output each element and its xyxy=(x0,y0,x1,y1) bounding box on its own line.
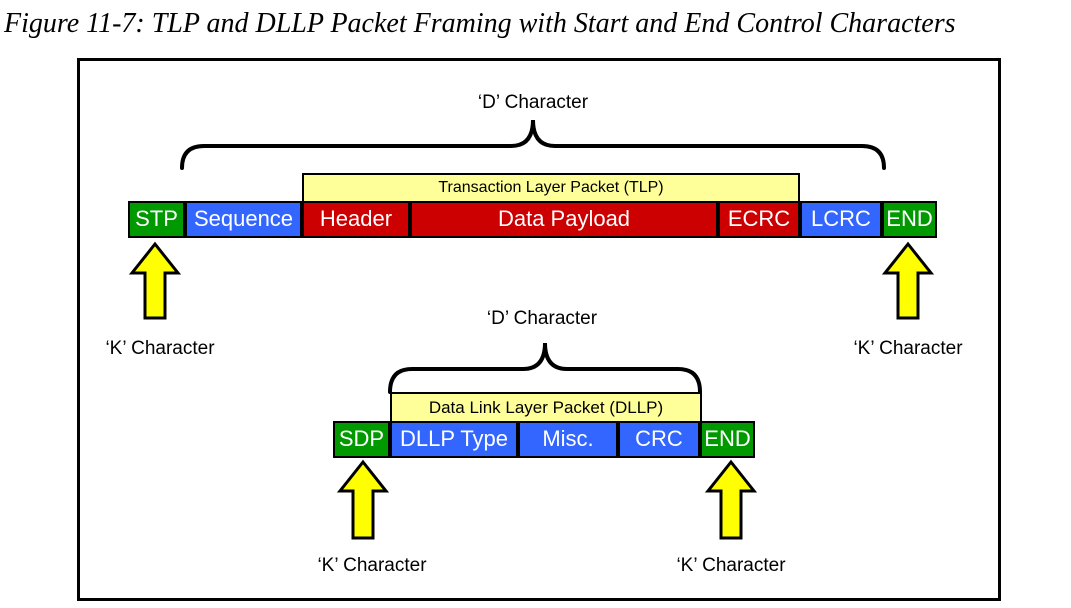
packet-segment-end: END xyxy=(882,201,937,238)
packet-segment-crc: CRC xyxy=(618,421,700,458)
dllp-k-character-right-label: ‘K’ Character xyxy=(676,555,786,576)
packet-segment-header: Header xyxy=(302,201,410,238)
tlp-k-character-left-label: ‘K’ Character xyxy=(105,338,215,359)
tlp-k-character-right-label: ‘K’ Character xyxy=(853,338,963,359)
packet-segment-end: END xyxy=(700,421,755,458)
packet-segment-stp: STP xyxy=(128,201,185,238)
figure-title: Figure 11-7: TLP and DLLP Packet Framing… xyxy=(4,8,956,39)
dllp-packet-label: Data Link Layer Packet (DLLP) xyxy=(428,398,664,417)
packet-segment-sdp: SDP xyxy=(333,421,390,458)
tlp-d-character-label: ‘D’ Character xyxy=(477,92,589,113)
dllp-k-character-left-label: ‘K’ Character xyxy=(317,555,427,576)
tlp-packet-label-box: Transaction Layer Packet (TLP) xyxy=(302,173,800,203)
dllp-d-character-label: ‘D’ Character xyxy=(486,308,598,329)
packet-segment-misc-: Misc. xyxy=(518,421,618,458)
packet-segment-lcrc: LCRC xyxy=(800,201,882,238)
packet-segment-dllp-type: DLLP Type xyxy=(390,421,518,458)
packet-segment-ecrc: ECRC xyxy=(718,201,800,238)
dllp-packet-label-box: Data Link Layer Packet (DLLP) xyxy=(390,392,702,423)
tlp-packet-label: Transaction Layer Packet (TLP) xyxy=(438,179,664,196)
packet-segment-data-payload: Data Payload xyxy=(410,201,718,238)
packet-segment-sequence: Sequence xyxy=(185,201,302,238)
